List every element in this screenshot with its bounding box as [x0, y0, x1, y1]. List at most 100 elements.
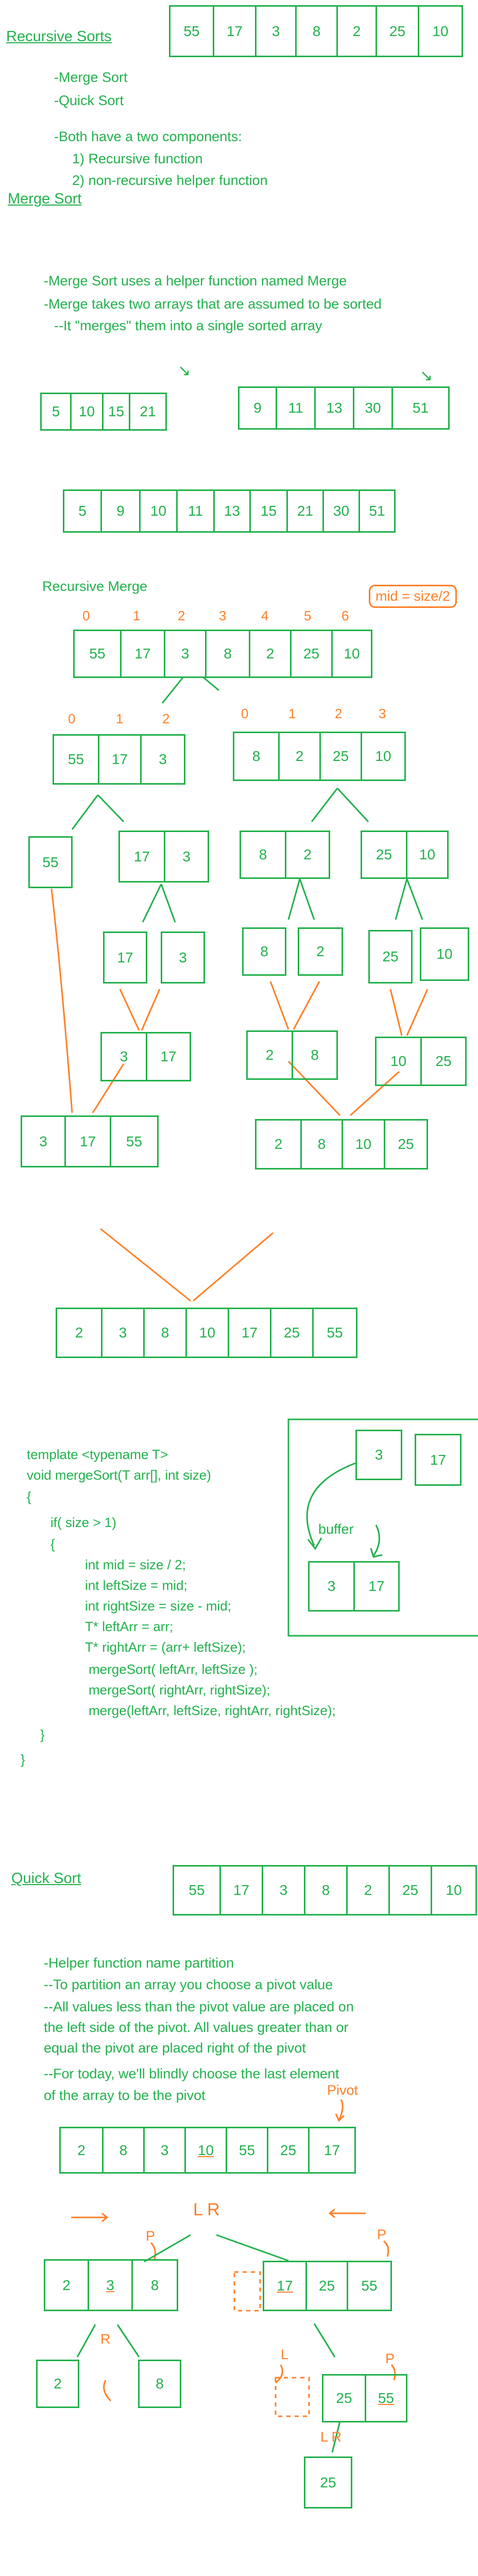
array-cell: 51: [391, 388, 448, 428]
array-cell: 55: [226, 2128, 267, 2172]
code-line: }: [21, 1752, 25, 1767]
split-array: 8 2: [240, 831, 330, 879]
array-cell: 25: [375, 846, 392, 862]
merge-note-2: -Merge takes two arrays that are assumed…: [44, 296, 382, 312]
array-cell: 8: [300, 1121, 342, 1168]
array-cell: 2: [77, 2142, 86, 2158]
array-cell: 10: [70, 394, 102, 429]
illustration-array: 3: [355, 1430, 402, 1480]
array-cell: 2: [75, 1325, 83, 1341]
final-sorted-array: 2 3 8 10 17 25 55: [56, 1308, 357, 1358]
partitioned-array: 2 8 3 10 55 25 17: [59, 2127, 356, 2174]
array-cell: 17: [120, 631, 164, 676]
array-cell: 55: [42, 854, 59, 870]
split-right-array: 8 2 25 10: [233, 732, 406, 781]
recursive-note-4: 1) Recursive function: [72, 151, 203, 166]
array-cell: 8: [292, 1032, 336, 1078]
array-cell: 10: [390, 1053, 407, 1069]
array-cell: 17: [228, 1309, 270, 1357]
code-line: int mid = size / 2;: [85, 1557, 186, 1572]
partition-final-leaf: 25: [304, 2456, 352, 2509]
array-cell: 3: [164, 832, 208, 881]
array-cell: 25: [270, 1309, 312, 1357]
code-line: }: [40, 1727, 45, 1742]
recursive-note-5: 2) non-recursive helper function: [72, 173, 268, 188]
array-cell: 17: [308, 2128, 354, 2172]
illustration-array: 17: [415, 1434, 462, 1486]
leaf-array: 3: [161, 931, 205, 984]
array-cell: 2: [54, 2376, 62, 2392]
array-cell: 8: [102, 2128, 143, 2172]
quick-sort-array: 55 17 3 8 2 25 10: [173, 1865, 477, 1916]
array-cell: 8: [143, 1309, 185, 1357]
partition-leaf: 8: [138, 2360, 181, 2408]
array-cell: 10: [361, 733, 404, 779]
buffer-array: 3 17: [308, 1561, 400, 1612]
pivot-cell: 3: [88, 2261, 131, 2310]
array-cell: 25: [336, 2390, 352, 2406]
section-title-quick-sort: Quick Sort: [11, 1870, 81, 1887]
recursive-note-1: -Merge Sort: [54, 70, 128, 85]
index-label: 2: [335, 706, 343, 721]
quick-note-3: --All values less than the pivot value a…: [44, 1999, 354, 2014]
merged-array: 2 8: [246, 1030, 338, 1080]
array-cell: 10: [436, 946, 453, 962]
array-cell: 17: [353, 1563, 398, 1610]
array-cell: 25: [382, 948, 399, 964]
leaf-array: 25: [368, 930, 413, 984]
quick-note-4: the left side of the pivot. All values g…: [44, 2020, 349, 2035]
array-cell: 5: [78, 503, 87, 519]
array-cell: 2: [265, 1047, 274, 1063]
leaf-array: 10: [420, 927, 469, 981]
pointer-arrow-icon: ↘: [420, 367, 433, 384]
array-cell: 13: [213, 491, 249, 531]
array-cell: 10: [331, 631, 371, 676]
array-cell: 5: [52, 403, 60, 419]
array-cell: 8: [205, 631, 249, 676]
left-pointer-mark: L: [281, 2347, 289, 2362]
code-line: template <typename T>: [27, 1447, 168, 1462]
code-line: {: [50, 1536, 55, 1552]
array-cell: 30: [322, 491, 358, 531]
array-cell: 25: [305, 2262, 347, 2310]
recursive-note-2: -Quick Sort: [54, 93, 124, 108]
array-cell: 11: [276, 388, 314, 428]
array-cell: 9: [100, 491, 139, 531]
code-line: T* leftArr = arr;: [85, 1619, 174, 1634]
partition-right-array: 17 25 55: [263, 2261, 392, 2311]
buffer-label: buffer: [318, 1521, 354, 1537]
code-line: merge(leftArr, leftSize, rightArr, right…: [89, 1703, 336, 1718]
array-cell: 17: [98, 736, 140, 783]
quick-note-6: --For today, we'll blindly choose the la…: [44, 2066, 339, 2081]
split-left-array: 55 17 3: [53, 734, 185, 785]
array-cell: 8: [252, 748, 261, 764]
array-cell: 17: [213, 7, 255, 56]
array-cell: 10: [418, 7, 462, 56]
merged-array: 5 9 10 11 13 15 21 30 51: [63, 489, 396, 533]
array-cell: 25: [267, 2128, 308, 2172]
pivot-cell: 10: [184, 2128, 226, 2172]
right-pointer-mark: R: [100, 2331, 111, 2347]
partition-leaf: 2: [36, 2360, 79, 2408]
index-label: 3: [379, 706, 386, 721]
array-cell: 10: [185, 1309, 228, 1357]
index-label: 3: [219, 608, 227, 623]
split-array: 25 10: [361, 831, 449, 879]
array-cell: 55: [183, 23, 200, 39]
array-cell: 55: [347, 2262, 390, 2310]
array-cell: 2: [278, 733, 319, 779]
array-cell: 3: [179, 949, 187, 965]
split-single-array: 55: [28, 836, 73, 888]
index-label: 1: [116, 711, 124, 726]
array-cell: 25: [290, 631, 331, 676]
pivot-marker: P: [377, 2227, 387, 2242]
array-cell: 8: [295, 7, 336, 56]
array-cell: 55: [312, 1309, 356, 1357]
array-cell: 55: [189, 1882, 205, 1898]
recursive-array: 55 17 3 8 2 25 10: [169, 5, 463, 57]
array-cell: 2: [346, 1867, 388, 1914]
code-line: int leftSize = mid;: [85, 1578, 187, 1593]
array-cell: 2: [285, 832, 329, 877]
